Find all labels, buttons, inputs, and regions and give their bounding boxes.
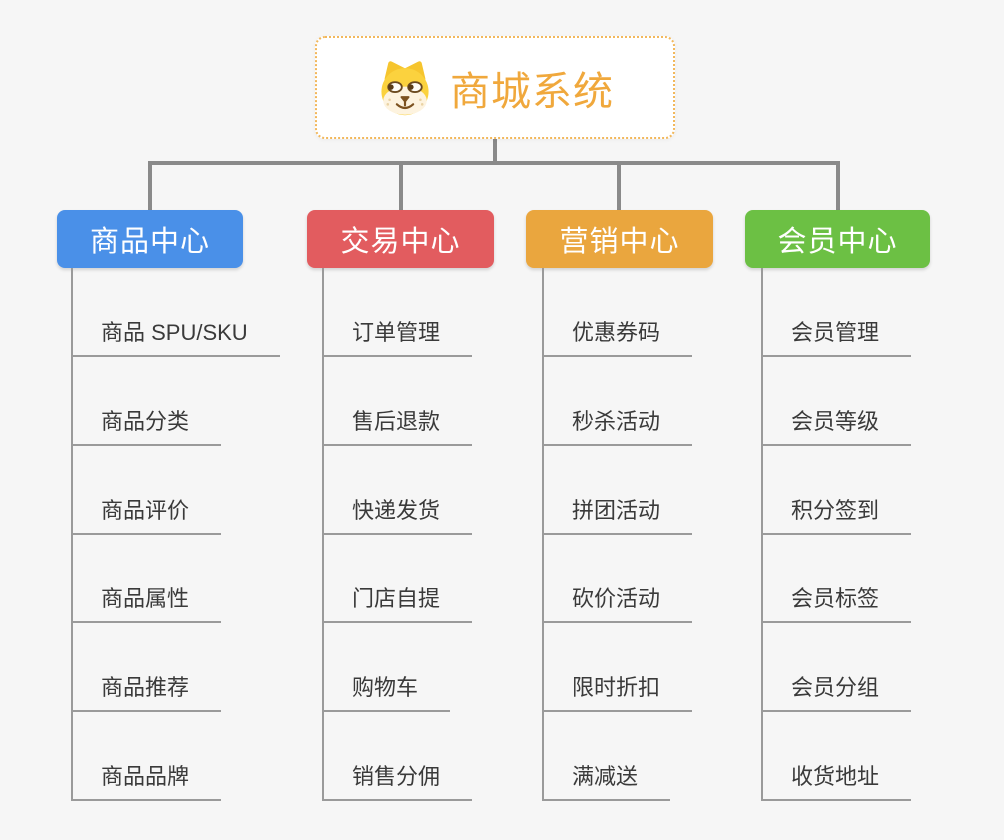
- leaf-item[interactable]: 商品 SPU/SKU: [71, 320, 280, 357]
- root-node[interactable]: 商城系统: [315, 36, 675, 139]
- connector-drop-1: [148, 161, 152, 210]
- leaf-item[interactable]: 商品评价: [71, 498, 222, 535]
- leaf-item[interactable]: 收货地址: [761, 764, 912, 801]
- root-title: 商城系统: [450, 69, 614, 114]
- leaf-item[interactable]: 拼团活动: [542, 498, 693, 535]
- leaf-item[interactable]: 会员管理: [761, 320, 912, 357]
- leaf-item[interactable]: 砍价活动: [542, 586, 693, 623]
- connector-root-drop: [493, 139, 497, 165]
- connector-drop-2: [399, 161, 403, 210]
- leaf-item[interactable]: 优惠券码: [542, 320, 693, 357]
- branch-marketing-center[interactable]: 营销中心: [526, 210, 713, 268]
- leaf-item[interactable]: 会员等级: [761, 409, 912, 446]
- leaf-item[interactable]: 快递发货: [322, 498, 473, 535]
- leaf-item[interactable]: 订单管理: [322, 320, 473, 357]
- leaf-item[interactable]: 商品属性: [71, 586, 222, 623]
- connector-drop-3: [617, 161, 621, 210]
- leaf-item[interactable]: 会员分组: [761, 675, 912, 712]
- leaf-item[interactable]: 限时折扣: [542, 675, 693, 712]
- leaf-item[interactable]: 会员标签: [761, 586, 912, 623]
- leaf-item[interactable]: 商品品牌: [71, 764, 222, 801]
- leaf-item[interactable]: 门店自提: [322, 586, 473, 623]
- branch-member-center[interactable]: 会员中心: [745, 210, 930, 268]
- leaf-item[interactable]: 商品分类: [71, 409, 222, 446]
- dog-face-icon: [381, 60, 429, 115]
- leaf-item[interactable]: 购物车: [322, 675, 451, 712]
- connector-drop-4: [836, 161, 840, 210]
- leaf-item[interactable]: 商品推荐: [71, 675, 222, 712]
- branch-trade-center[interactable]: 交易中心: [307, 210, 494, 268]
- leaf-item[interactable]: 满减送: [542, 764, 671, 801]
- leaf-item[interactable]: 售后退款: [322, 409, 473, 446]
- branch-product-center[interactable]: 商品中心: [57, 210, 243, 268]
- leaf-item[interactable]: 秒杀活动: [542, 409, 693, 446]
- leaf-item[interactable]: 销售分佣: [322, 764, 473, 801]
- connector-horizontal-bar: [148, 161, 840, 165]
- leaf-item[interactable]: 积分签到: [761, 498, 912, 535]
